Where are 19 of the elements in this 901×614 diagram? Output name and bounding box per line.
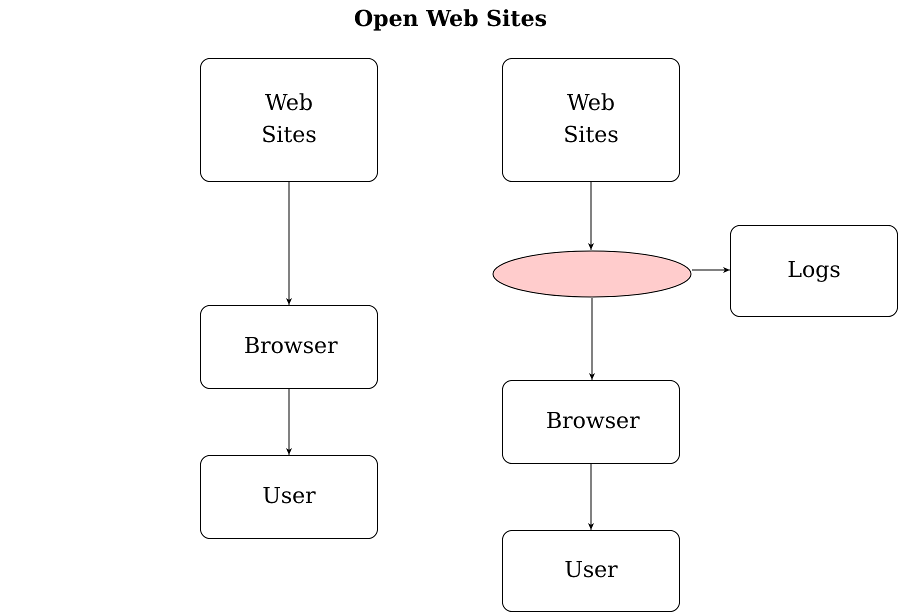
node-label: Web Sites — [260, 90, 318, 150]
arrow — [589, 298, 595, 380]
arrow — [286, 182, 292, 306]
process-box — [200, 305, 378, 389]
process-box — [502, 530, 680, 612]
process-box — [730, 225, 898, 317]
arrow — [588, 182, 594, 250]
node-label: Web Sites — [562, 90, 620, 150]
node-label: User — [564, 557, 618, 586]
process-box — [200, 58, 378, 182]
arrow — [692, 267, 730, 273]
process-box — [502, 58, 680, 182]
node-label: User — [262, 483, 316, 512]
process-box — [502, 380, 680, 464]
diagram-title: Open Web Sites — [354, 6, 547, 32]
arrow — [286, 388, 292, 456]
process-box — [200, 455, 378, 539]
node-label: Logs — [787, 257, 841, 286]
arrow — [588, 464, 594, 530]
